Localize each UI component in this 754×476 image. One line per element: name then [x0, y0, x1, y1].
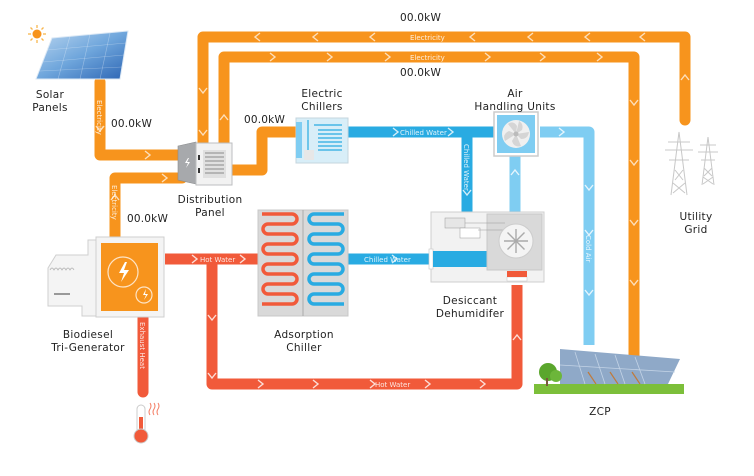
- label-chilled-water-top: Chilled Water: [400, 129, 447, 137]
- label-desiccant-dehumidifier: Desiccant Dehumidifer: [420, 295, 520, 321]
- reading-utility-bottom: 00.0kW: [400, 67, 442, 79]
- desiccant-dehumidifier-icon: [428, 211, 545, 283]
- solar-panel-icon: [35, 30, 129, 80]
- label-exhaust-heat: Exhaust Heat: [138, 322, 146, 369]
- label-line: Adsorption: [274, 329, 334, 341]
- label-hot-water-top: Hot Water: [200, 256, 235, 264]
- reading-solar: 00.0kW: [111, 118, 153, 130]
- air-handling-unit-icon: [493, 111, 539, 157]
- power-tower-icon: [665, 131, 718, 196]
- label-chilled-water-vertical: Chilled Water: [462, 144, 470, 191]
- label-electricity-solar: Electricity: [95, 100, 103, 135]
- fan-icon: [498, 223, 534, 259]
- pipe-zcp-inner: [218, 51, 640, 366]
- reading-utility-top: 00.0kW: [400, 12, 442, 24]
- label-line: Solar: [35, 89, 65, 101]
- biodiesel-trigenerator-icon: [47, 236, 165, 318]
- label-hot-water-bottom: Hot Water: [375, 381, 410, 389]
- label-line: Panel: [195, 207, 225, 219]
- cold-air-pipes: [509, 126, 595, 345]
- label-biodiesel-trigenerator: Biodiesel Tri-Generator: [38, 329, 138, 355]
- thermometer-icon: [133, 402, 160, 444]
- adsorption-chiller-icon: [257, 209, 349, 317]
- label-zcp: ZCP: [580, 406, 620, 419]
- label-cold-air: Cold Air: [584, 235, 592, 263]
- label-air-handling-units: Air Handling Units: [465, 88, 565, 114]
- pipe-cold-air-ahu-out: [540, 126, 595, 345]
- label-line: Utility: [679, 211, 713, 223]
- label-line: ZCP: [589, 406, 611, 418]
- label-solar-panels: Solar Panels: [20, 89, 80, 115]
- zcp-building-icon: [534, 349, 684, 394]
- label-adsorption-chiller: Adsorption Chiller: [264, 329, 344, 355]
- label-line: Panels: [32, 102, 68, 114]
- pipe-chillers: [226, 126, 302, 176]
- label-line: Dehumidifer: [435, 308, 505, 320]
- label-utility-grid: Utility Grid: [668, 211, 724, 237]
- reading-trigen: 00.0kW: [127, 213, 169, 225]
- label-line: Handling Units: [474, 101, 556, 113]
- label-chilled-water-adsorption: Chilled Water: [364, 256, 411, 264]
- label-electricity-trigen: Electricity: [110, 185, 118, 220]
- reading-chillers: 00.0kW: [244, 114, 286, 126]
- distribution-panel-icon: [177, 141, 233, 186]
- lightning-icon: [185, 158, 190, 168]
- label-line: Chiller: [286, 342, 322, 354]
- sun-icon: [28, 25, 46, 43]
- chilled-water-pipes: [345, 126, 495, 265]
- label-line: Electric: [301, 88, 343, 100]
- label-electricity-inner: Electricity: [410, 54, 445, 62]
- electric-chiller-icon: [295, 117, 349, 164]
- label-distribution-panel: Distribution Panel: [168, 194, 252, 220]
- label-line: Distribution: [177, 194, 243, 206]
- lightning-icon: [119, 262, 129, 282]
- label-line: Air: [507, 88, 523, 100]
- pipe-trigen: [109, 172, 188, 244]
- label-line: Desiccant: [442, 295, 498, 307]
- pipe-solar: [94, 76, 188, 161]
- label-electric-chillers: Electric Chillers: [290, 88, 354, 114]
- label-line: Grid: [684, 224, 708, 236]
- label-line: Biodiesel: [62, 329, 114, 341]
- fan-icon: [502, 120, 530, 148]
- label-line: Chillers: [301, 101, 343, 113]
- label-line: Tri-Generator: [51, 342, 125, 354]
- label-electricity-top: Electricity: [410, 34, 445, 42]
